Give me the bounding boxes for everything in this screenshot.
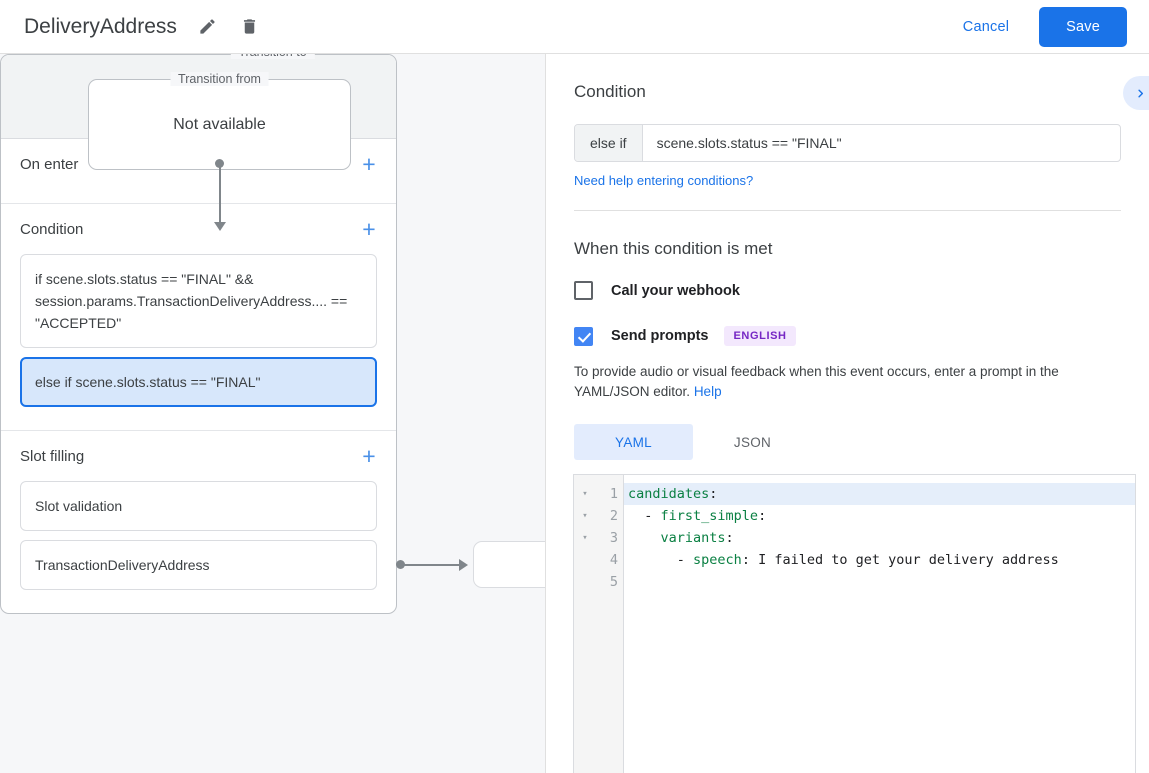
yaml-editor[interactable]: ▾ ▾ ▾ 1 2 3 4 5 candidates: - first_simp… [573, 474, 1136, 773]
delete-button[interactable] [233, 10, 267, 44]
section-divider [574, 210, 1121, 211]
section-title-condition: Condition [20, 220, 84, 238]
section-on-enter: On enter + [1, 139, 396, 204]
target-node-stub[interactable] [473, 541, 545, 588]
prompts-help-link[interactable]: Help [693, 384, 722, 399]
code-line[interactable]: - first_simple: [628, 508, 767, 524]
transition-from-node[interactable]: Transition from Not available [88, 72, 351, 170]
edit-name-button[interactable] [191, 10, 225, 44]
cancel-button[interactable]: Cancel [949, 10, 1023, 44]
connector-line [219, 164, 221, 226]
condition-block: Condition else if scene.slots.status == … [546, 54, 1149, 211]
slot-filling-item[interactable]: Slot validation [20, 481, 377, 531]
add-condition-button[interactable]: + [362, 215, 376, 242]
line-number: 2 [609, 508, 618, 524]
condition-expression-input[interactable]: scene.slots.status == "FINAL" [656, 135, 842, 151]
fold-toggle[interactable]: ▾ [582, 533, 588, 543]
page-title: DeliveryAddress [24, 14, 177, 38]
add-slot-filling-button[interactable]: + [362, 442, 376, 469]
condition-operator: else if [575, 125, 643, 161]
add-on-enter-button[interactable]: + [362, 150, 376, 177]
editor-code-area[interactable]: candidates: - first_simple: variants: - … [624, 475, 1135, 773]
condition-heading: Condition [574, 82, 646, 101]
transition-to-legend: Transition to [230, 54, 315, 59]
transition-from-legend: Transition from [170, 72, 269, 86]
line-number: 5 [609, 574, 618, 590]
when-condition-met-block: When this condition is met Call your web… [546, 211, 1149, 460]
fold-toggle [574, 571, 596, 593]
send-prompts-row[interactable]: Send prompts ENGLISH [574, 326, 1121, 346]
line-number: 4 [609, 552, 618, 568]
editor-line-number-gutter: 1 2 3 4 5 [596, 475, 624, 773]
code-line[interactable]: - speech: I failed to get your delivery … [628, 552, 1059, 568]
code-line[interactable]: variants: [660, 530, 734, 546]
connector-dot [215, 159, 224, 168]
editor-format-tabs: YAML JSON [574, 424, 1121, 460]
call-webhook-label: Call your webhook [611, 282, 740, 299]
send-prompts-checkbox[interactable] [574, 326, 593, 346]
section-slot-filling: Slot filling + Slot validation Transacti… [1, 431, 396, 613]
condition-item-selected[interactable]: else if scene.slots.status == "FINAL" [20, 357, 377, 407]
connector-arrow-down-icon [214, 222, 226, 231]
prompts-helper-sentence: To provide audio or visual feedback when… [574, 364, 1059, 399]
webhook-row[interactable]: Call your webhook [574, 281, 1121, 300]
condition-edge-dot [396, 560, 405, 569]
condition-item[interactable]: if scene.slots.status == "FINAL" && sess… [20, 254, 377, 348]
call-webhook-checkbox[interactable] [574, 281, 593, 300]
fold-toggle [574, 549, 596, 571]
line-number: 3 [609, 530, 618, 546]
save-button[interactable]: Save [1039, 6, 1127, 47]
expand-panel-button[interactable] [1123, 76, 1149, 110]
send-prompts-label: Send prompts [611, 328, 709, 344]
section-title-slot-filling: Slot filling [20, 447, 85, 465]
condition-input-row[interactable]: else if scene.slots.status == "FINAL" [574, 124, 1121, 162]
slot-filling-item[interactable]: TransactionDeliveryAddress [20, 540, 377, 590]
pencil-icon [200, 19, 216, 34]
tab-json[interactable]: JSON [733, 434, 772, 450]
condition-edge-line [401, 564, 461, 566]
tab-yaml[interactable]: YAML [574, 424, 693, 460]
transition-from-value: Not available [173, 115, 266, 133]
editor-fold-gutter[interactable]: ▾ ▾ ▾ [574, 475, 596, 773]
top-app-bar: DeliveryAddress Cancel Save [0, 0, 1149, 54]
trash-icon [244, 19, 256, 34]
prompts-helper-text: To provide audio or visual feedback when… [574, 362, 1121, 402]
scene-graph-panel: Transition from Not available Transition… [0, 54, 545, 773]
section-title-on-enter: On enter [20, 155, 79, 173]
condition-help-link[interactable]: Need help entering conditions? [574, 173, 754, 188]
code-line[interactable]: candidates: [624, 483, 1135, 505]
line-number: 1 [609, 486, 618, 502]
condition-edge-arrow-right-icon [459, 559, 468, 571]
topbar-actions: Cancel Save [949, 6, 1149, 47]
chevron-right-icon [1137, 89, 1143, 97]
language-badge: ENGLISH [724, 326, 796, 346]
fold-toggle[interactable]: ▾ [582, 511, 588, 521]
section-condition: Condition + if scene.slots.status == "FI… [1, 204, 396, 431]
when-condition-met-heading: When this condition is met [574, 239, 773, 258]
code-line[interactable] [624, 571, 1135, 593]
fold-toggle[interactable]: ▾ [582, 489, 588, 499]
